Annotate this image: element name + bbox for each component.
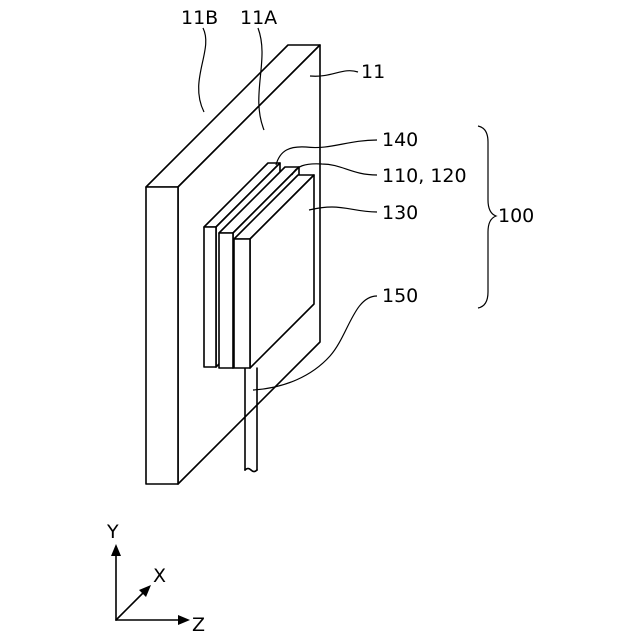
label-140: 140 — [382, 129, 418, 151]
label-150: 150 — [382, 285, 418, 307]
label-11B: 11B — [181, 7, 218, 29]
label-110-120: 110, 120 — [382, 165, 467, 187]
label-130: 130 — [382, 202, 418, 224]
axis-label-x: X — [153, 565, 166, 587]
leader-11B — [199, 28, 206, 112]
label-11A: 11A — [240, 7, 277, 29]
coordinate-axes: Y X Z — [106, 521, 205, 636]
plate-side-face — [146, 187, 178, 484]
axis-label-y: Y — [106, 521, 119, 543]
y-axis-arrow — [111, 544, 121, 556]
lead-break-mark — [245, 469, 257, 472]
axis-label-z: Z — [192, 614, 205, 636]
label-11: 11 — [361, 61, 385, 83]
label-100: 100 — [498, 205, 534, 227]
z-axis-arrow — [178, 615, 190, 625]
assembly-bracket — [478, 126, 496, 308]
x-axis-line — [116, 592, 144, 620]
